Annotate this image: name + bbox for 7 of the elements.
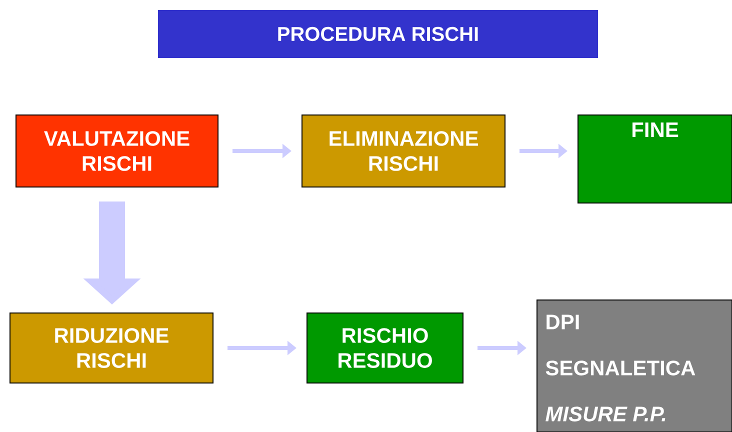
process-box: VALUTAZIONE RISCHI bbox=[16, 114, 218, 188]
process-box: ELIMINAZIONE RISCHI bbox=[302, 114, 506, 188]
process-box: FINE bbox=[578, 114, 732, 204]
title-banner: PROCEDURA RISCHI bbox=[158, 10, 598, 58]
process-box: RISCHIO RESIDUO bbox=[306, 312, 464, 384]
process-box: DPI SEGNALETICA MISURE P.P. bbox=[536, 300, 732, 432]
process-box: RIDUZIONE RISCHI bbox=[10, 312, 214, 384]
